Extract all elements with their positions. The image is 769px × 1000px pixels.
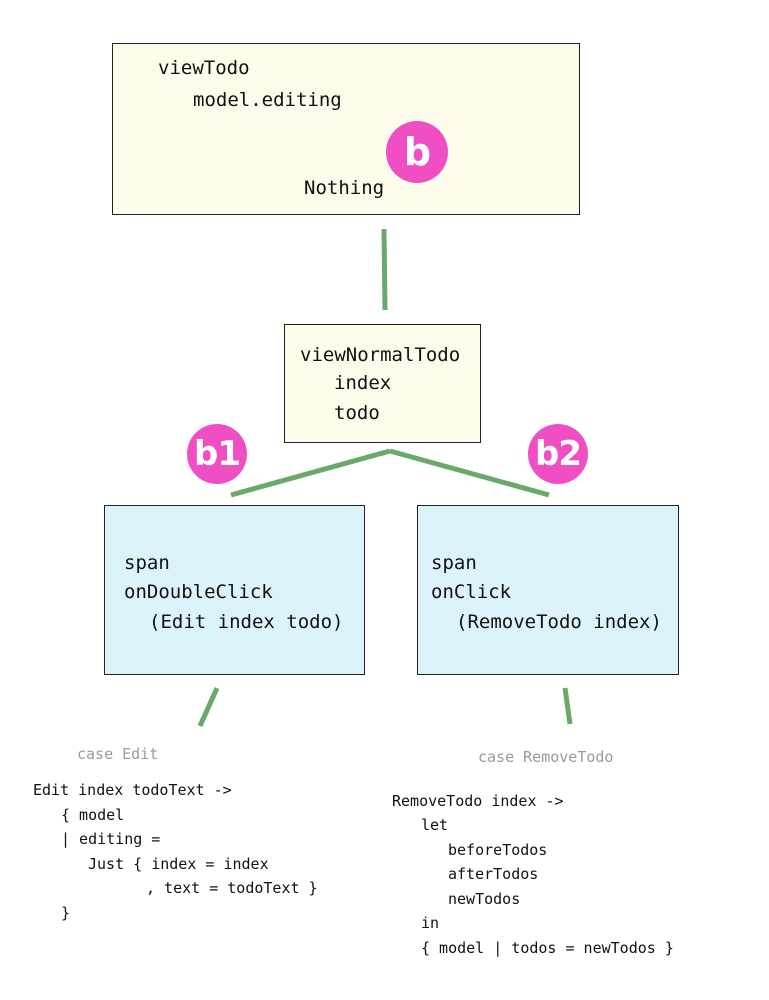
case-remove-caption: case RemoveTodo [478,748,614,766]
remove-span-box [417,505,679,675]
connector-edit-span-to-case-edit [197,686,220,728]
code-line: afterTodos [448,865,539,883]
model-editing-label: model.editing [193,89,342,111]
code-line: newTodos [448,890,521,908]
edit-message-label: (Edit index todo) [149,611,344,633]
code-line: beforeTodos [448,841,548,859]
badge-b: b [386,121,448,183]
code-line: in [421,914,440,932]
code-line: Edit index todoText -> [33,781,232,799]
edit-span-box [104,505,365,675]
badge-b2: b2 [528,424,588,484]
connector-viewnormaltodo-to-edit-span [230,448,391,498]
view-normal-todo-label: viewNormalTodo [300,344,461,366]
connector-remove-span-to-case-remove [562,687,573,725]
badge-b1: b1 [187,424,247,484]
connector-viewtodo-to-viewnormaltodo [381,228,388,311]
on-double-click-label: onDoubleClick [124,581,273,603]
code-line: { model [61,806,125,824]
nothing-label: Nothing [304,177,385,199]
view-normal-todo-box [284,324,481,443]
code-line: Just { index = index [88,855,269,873]
connector-viewnormaltodo-to-remove-span [389,448,550,498]
code-line: | editing = [61,830,161,848]
case-edit-caption: case Edit [77,745,159,763]
remove-span-label: span [431,552,477,574]
on-click-label: onClick [431,581,512,603]
remove-message-label: (RemoveTodo index) [456,611,662,633]
code-line: RemoveTodo index -> [392,792,564,810]
edit-span-label: span [124,552,170,574]
code-line: , text = todoText } [146,879,318,897]
view-todo-label: viewTodo [158,57,250,79]
code-line: { model | todos = newTodos } [421,939,674,957]
code-line: } [61,904,71,922]
view-todo-box [112,43,580,215]
todo-label: todo [334,402,380,424]
index-label: index [334,372,392,394]
code-line: let [421,816,449,834]
